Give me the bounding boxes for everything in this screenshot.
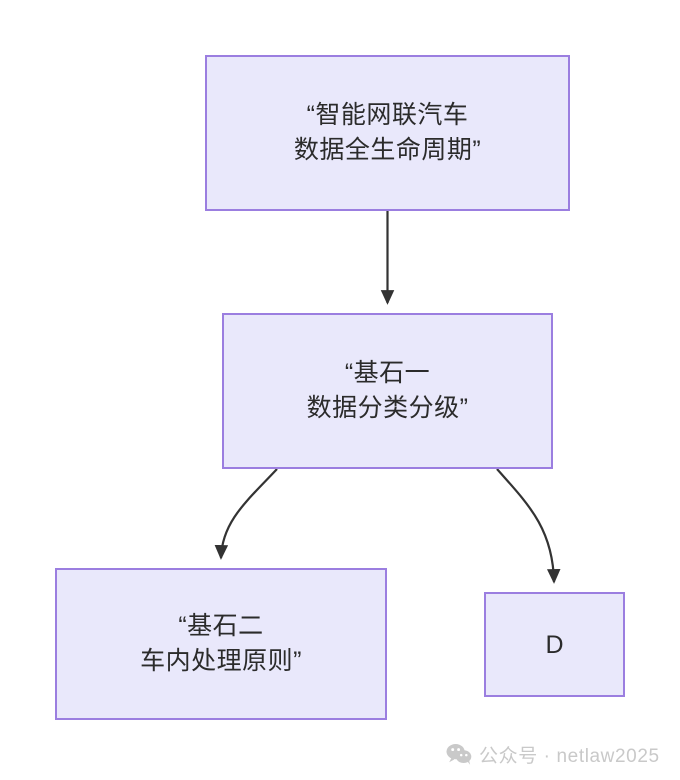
node-pillar1-line-1: “基石一 [344, 358, 431, 387]
edge-pillar1-to-pillar2 [214, 468, 278, 560]
node-d[interactable]: D [484, 592, 625, 697]
watermark-text: 公众号 · netlaw2025 [479, 745, 660, 767]
node-d-label: D [545, 630, 564, 659]
node-pillar2-line-1: “基石二 [178, 611, 264, 640]
node-pillar1[interactable]: “基石一 数据分类分级” [222, 313, 553, 469]
watermark: 公众号 · netlaw2025 [446, 736, 660, 772]
node-pillar1-line-2: 数据分类分级” [306, 394, 469, 422]
node-root[interactable]: “智能网联汽车 数据全生命周期” [205, 55, 570, 211]
node-pillar2[interactable]: “基石二 车内处理原则” [55, 568, 387, 720]
node-root-line-2: 数据全生命周期” [293, 136, 482, 164]
node-pillar2-line-2: 车内处理原则” [140, 647, 302, 675]
edge-pillar1-to-d [496, 468, 561, 584]
node-root-line-1: “智能网联汽车 [306, 100, 469, 129]
wechat-icon [446, 744, 472, 765]
